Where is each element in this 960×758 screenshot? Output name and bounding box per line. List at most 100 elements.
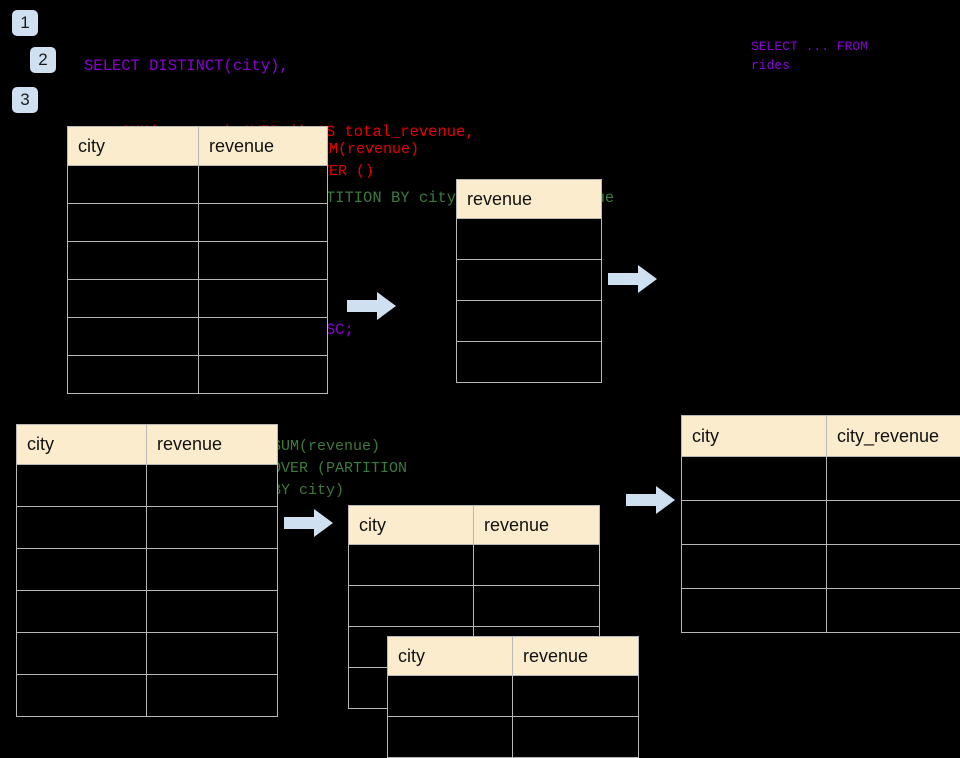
- cell-city: [388, 676, 513, 717]
- cell-city: [17, 549, 147, 591]
- column-header-revenue: revenue: [457, 180, 602, 219]
- table-row: [68, 318, 328, 356]
- cell-revenue: [147, 549, 278, 591]
- column-header-city: city: [68, 127, 199, 166]
- cell-city: [17, 633, 147, 675]
- sql-line-1: SELECT DISTINCT(city),: [84, 55, 614, 77]
- slide-canvas: 1 2 3 SELECT DISTINCT(city), SUM(revenue…: [0, 0, 960, 720]
- table-row: [68, 356, 328, 394]
- table-row: [457, 260, 602, 301]
- cell-city: [682, 457, 827, 501]
- cell-revenue: [147, 465, 278, 507]
- annotation-sum-over-partition: SUM(revenue) OVER (PARTITION BY city): [272, 436, 407, 502]
- column-header-city: city: [682, 416, 827, 457]
- table-header-row: revenue: [457, 180, 602, 219]
- table-row: [349, 545, 600, 586]
- cell-city: [17, 465, 147, 507]
- cell-city: [68, 280, 199, 318]
- table-header-row: city revenue: [68, 127, 328, 166]
- cell-revenue: [199, 204, 328, 242]
- cell-revenue: [199, 242, 328, 280]
- column-header-city-revenue: city_revenue: [827, 416, 960, 457]
- table-row: [17, 633, 278, 675]
- cell-revenue: [513, 717, 639, 758]
- table-rides-source: city revenue: [67, 126, 328, 394]
- column-header-revenue: revenue: [474, 506, 600, 545]
- cell-city-revenue: [827, 589, 960, 633]
- arrow-partition-to-result: [626, 485, 676, 515]
- cell-city: [17, 591, 147, 633]
- table-header-row: city revenue: [388, 637, 639, 676]
- table-row: [17, 465, 278, 507]
- table-row: [457, 342, 602, 383]
- cell-city: [68, 242, 199, 280]
- table-row: [682, 501, 960, 545]
- cell-city: [17, 507, 147, 549]
- cell-revenue: [457, 260, 602, 301]
- column-header-city: city: [17, 425, 147, 465]
- cell-revenue: [199, 318, 328, 356]
- table-row: [68, 280, 328, 318]
- table-row: [68, 204, 328, 242]
- cell-city: [68, 204, 199, 242]
- column-header-city: city: [349, 506, 474, 545]
- cell-city: [349, 545, 474, 586]
- cell-revenue: [147, 507, 278, 549]
- cell-city-revenue: [827, 545, 960, 589]
- table-row: [17, 507, 278, 549]
- table-header-row: city revenue: [17, 425, 278, 465]
- cell-revenue: [199, 356, 328, 394]
- table-row: [388, 676, 639, 717]
- arrow-source-to-partition: [284, 508, 334, 538]
- table-total-revenue: revenue: [456, 179, 602, 383]
- column-header-city: city: [388, 637, 513, 676]
- cell-revenue: [147, 675, 278, 717]
- table-row: [17, 549, 278, 591]
- table-rides-source-2: city revenue: [16, 424, 278, 717]
- table-row: [68, 166, 328, 204]
- table-header-row: city revenue: [349, 506, 600, 545]
- cell-revenue: [513, 676, 639, 717]
- step-badge-2[interactable]: 2: [30, 47, 56, 73]
- cell-city: [349, 586, 474, 627]
- column-header-revenue: revenue: [147, 425, 278, 465]
- step-badge-1[interactable]: 1: [12, 10, 38, 36]
- cell-city: [68, 356, 199, 394]
- column-header-revenue: revenue: [199, 127, 328, 166]
- cell-city: [682, 501, 827, 545]
- cell-revenue: [474, 545, 600, 586]
- step-badge-3[interactable]: 3: [12, 87, 38, 113]
- table-row: [457, 219, 602, 260]
- cell-revenue: [147, 633, 278, 675]
- table-row: [388, 717, 639, 758]
- arrow-total-to-result: [608, 264, 658, 294]
- cell-city: [388, 717, 513, 758]
- cell-revenue: [199, 166, 328, 204]
- table-row: [17, 591, 278, 633]
- cell-city-revenue: [827, 457, 960, 501]
- table-row: [349, 586, 600, 627]
- annotation-select-from-rides: SELECT ... FROM rides: [751, 37, 868, 75]
- table-row: [17, 675, 278, 717]
- table-row: [682, 457, 960, 501]
- cell-revenue: [199, 280, 328, 318]
- cell-revenue: [457, 301, 602, 342]
- table-row: [682, 545, 960, 589]
- cell-revenue: [474, 586, 600, 627]
- cell-city: [682, 545, 827, 589]
- cell-revenue: [457, 219, 602, 260]
- table-partition-front: city revenue: [387, 636, 639, 758]
- table-city-revenue-result: city city_revenue: [681, 415, 960, 633]
- table-row: [457, 301, 602, 342]
- cell-city: [68, 318, 199, 356]
- column-header-revenue: revenue: [513, 637, 639, 676]
- cell-revenue: [457, 342, 602, 383]
- cell-city: [17, 675, 147, 717]
- table-row: [68, 242, 328, 280]
- table-row: [682, 589, 960, 633]
- cell-city: [68, 166, 199, 204]
- cell-city: [682, 589, 827, 633]
- arrow-source-to-total: [347, 291, 397, 321]
- cell-revenue: [147, 591, 278, 633]
- table-header-row: city city_revenue: [682, 416, 960, 457]
